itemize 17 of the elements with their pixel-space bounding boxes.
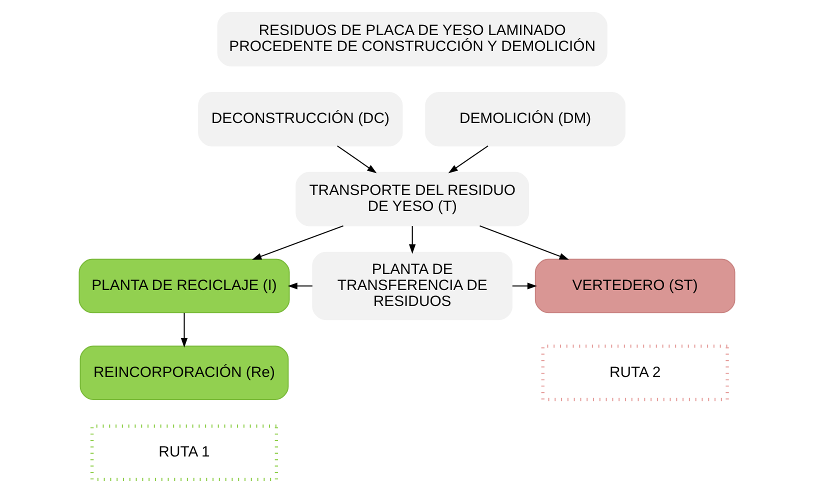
arrow — [480, 225, 569, 260]
node-box: PLANTA DE TRANSFERENCIA DE RESIDUOS — [312, 252, 513, 320]
arrow — [252, 225, 344, 260]
node-box: VERTEDERO (ST) — [534, 258, 736, 314]
arrow — [180, 312, 188, 348]
arrow — [408, 226, 416, 254]
node-box: PLANTA DE RECICLAJE (I) — [78, 258, 290, 314]
arrow — [512, 282, 538, 290]
node-box: REINCORPORACIÓN (Re) — [80, 346, 289, 400]
node-box: DECONSTRUCCIÓN (DC) — [198, 92, 403, 146]
node-box: RUTA 2 — [541, 344, 729, 402]
arrow — [448, 146, 488, 174]
arrow — [288, 282, 312, 290]
node-box: RUTA 1 — [90, 424, 278, 482]
node-box: DEMOLICIÓN (DM) — [425, 92, 626, 146]
arrow — [337, 146, 377, 174]
node-box: TRANSPORTE DEL RESIDUO DE YESO (T) — [296, 172, 530, 226]
